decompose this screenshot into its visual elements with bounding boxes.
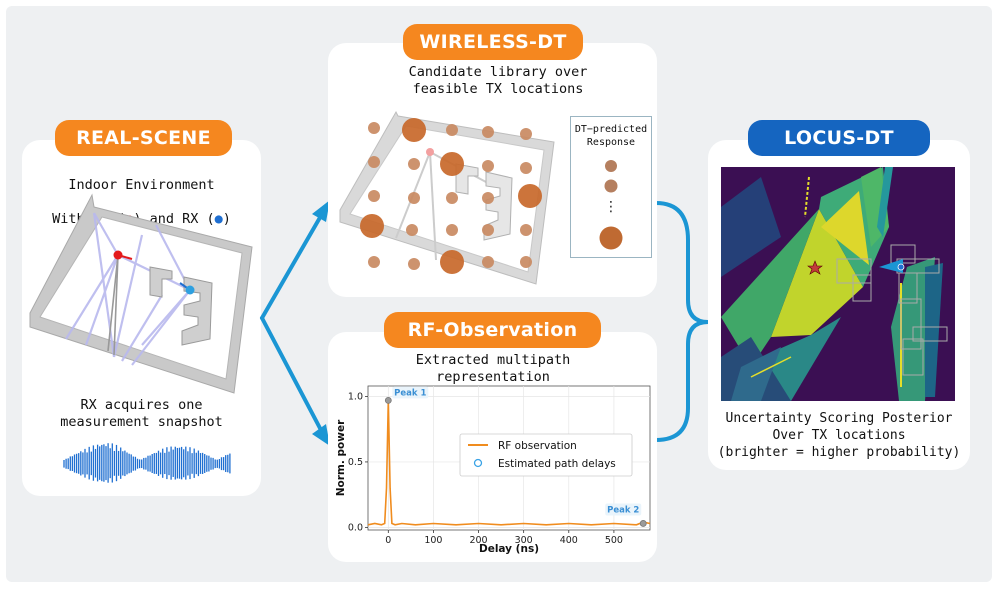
rf-observation-chart: 0 100 200 300 400 500 0.0 0.5 1.0 Delay (ns) Nor… [335,385,651,555]
peak-annotation-label: Peak 2 [607,505,639,515]
candidate-location [520,256,532,268]
legend-marker-delays [473,458,483,468]
estimated-path-delay-point [384,396,392,404]
ray-paths-grey [107,254,119,356]
candidate-location [406,224,418,236]
real-scene-caption-bottom: RX acquires one measurement snapshot [60,397,223,430]
arrow-to-rf-observation [260,316,324,434]
candidate-location [518,184,542,208]
candidate-location [368,256,380,268]
dt-response-legend-title: DT−predicted Response [574,124,648,148]
rx-dot-icon: ● [214,211,223,227]
legend-box [459,433,633,477]
estimated-path-delay-point [639,520,647,527]
locus-dt-caption: Uncertainty Scoring Posterior Over TX lo… [717,411,961,460]
y-tick-label: 0.5 [348,457,363,468]
candidate-location [482,126,494,138]
real-scene-title: REAL-SCENE [55,120,232,156]
candidate-location [446,224,458,236]
y-tick-label: 1.0 [348,391,363,402]
peak-annotation-box [392,386,429,399]
x-tick-label: 100 [424,535,442,546]
wireless-dt-title: WIRELESS-DT [403,24,583,60]
candidate-location [408,192,420,204]
region-cyan-strip [877,167,893,237]
legend-label-rf: RF observation [498,440,577,452]
legend-dot-large [599,226,623,250]
yellow-streak-3 [750,356,792,378]
candidate-location [520,162,532,174]
indoor-scene-illustration [29,193,253,394]
rx-marker-heatmap [897,263,905,271]
candidate-tx-marker [426,148,434,156]
candidate-location [446,124,458,136]
chart-legend: RF observation Estimated path delays [459,433,633,477]
y-tick-label: 0.0 [348,522,363,533]
region-bright-wedge [821,191,869,265]
candidate-location [440,152,464,176]
region-green-left [721,209,819,367]
arrow-to-wireless-dt [260,212,324,320]
region-teal-top-left [721,177,781,277]
candidate-location [402,118,426,142]
peak-annotation-label: Peak 1 [394,388,426,398]
peak-annotation-box [605,503,642,516]
rx-direction-wedge [879,259,903,273]
estimated-tx-star-icon [807,260,823,275]
candidate-location [368,156,380,168]
locus-dt-title: LOCUS-DT [748,120,930,156]
candidate-location [520,224,532,236]
legend-label-delays: Estimated path delays [498,458,616,470]
rf-observation-title: RF-Observation [384,312,601,348]
caption-line1: Indoor Environment [68,177,215,193]
candidate-location [408,258,420,270]
yellow-streak [804,176,810,218]
legend-ellipsis: ⋮ [604,199,618,215]
dt-response-legend: DT−predicted Response ⋮ [570,116,652,258]
waveform-icon [63,443,231,483]
arrowhead-bottom [312,424,330,446]
bracket-merge [654,201,709,442]
candidate-location [482,256,494,268]
wireless-dt-caption: Candidate library over feasible TX locat… [408,64,588,97]
x-tick-label: 500 [605,535,623,546]
obstacle-outlines [836,244,948,376]
region-blue-far-right [925,263,943,397]
y-axis-label: Norm. power [335,419,347,496]
x-axis-label: Delay (ns) [479,543,539,555]
tx-marker [113,250,123,260]
rx-marker [185,285,195,295]
candidate-location [520,128,532,140]
legend-dot-medium [604,179,618,193]
x-tick-label: 400 [560,535,578,546]
obstacle-blocks [149,266,213,346]
candidate-library-illustration [339,110,555,285]
x-tick-label: 200 [469,535,487,546]
candidate-location [360,214,384,238]
caption-line2c: ) [222,211,231,227]
region-yellow-main [771,209,863,337]
legend-dot-small [605,160,617,172]
candidate-location [440,250,464,274]
candidate-location [446,192,458,204]
candidate-location [408,158,420,170]
candidate-location [368,122,380,134]
x-tick-label: 0 [385,535,391,546]
candidate-location [482,192,494,204]
rf-observation-caption: Extracted multipath representation [415,352,571,385]
arrowhead-top [312,200,330,222]
x-tick-label: 300 [515,535,533,546]
region-teal-lower [761,317,841,401]
rf-observation-line [367,400,651,526]
candidate-location [482,224,494,236]
candidate-location [482,160,494,172]
posterior-heatmap [721,167,955,401]
candidate-location [368,190,380,202]
